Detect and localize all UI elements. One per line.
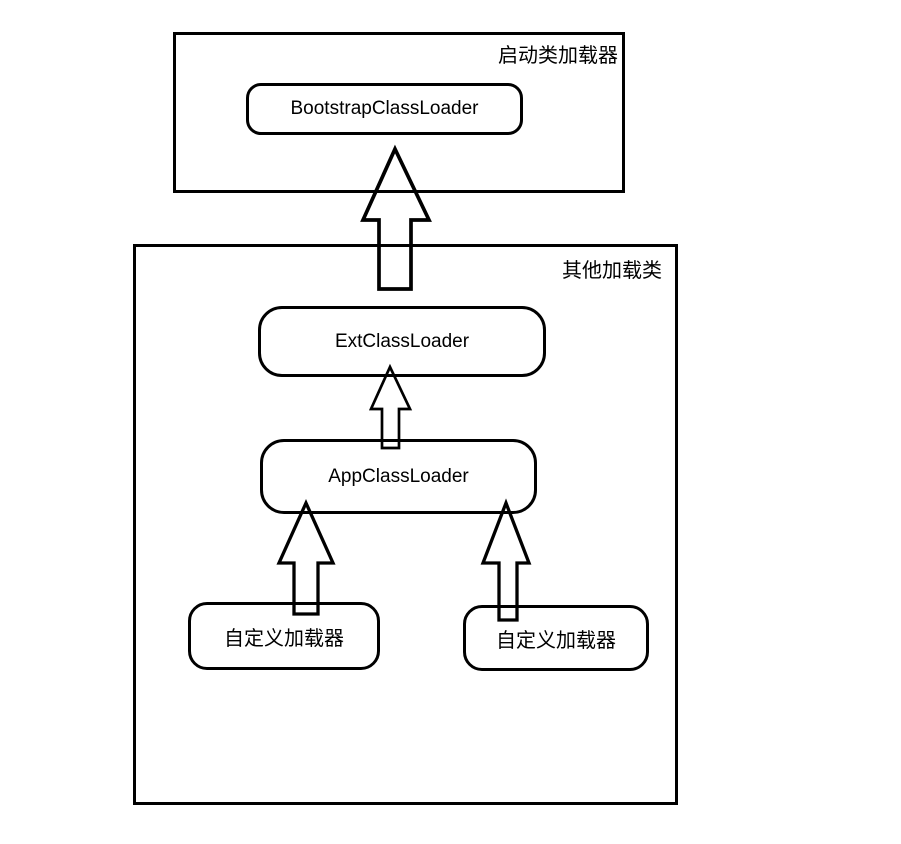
node-custom-loader-left-label: 自定义加载器 bbox=[224, 627, 344, 650]
node-app-classloader: AppClassLoader bbox=[260, 439, 537, 514]
node-custom-loader-left: 自定义加载器 bbox=[188, 602, 380, 670]
node-bootstrap-classloader: BootstrapClassLoader bbox=[246, 83, 523, 135]
node-bootstrap-classloader-label: BootstrapClassLoader bbox=[290, 98, 479, 119]
group-bootstrap-label: 启动类加载器 bbox=[498, 45, 618, 67]
node-custom-loader-right: 自定义加载器 bbox=[463, 605, 649, 671]
node-app-classloader-label: AppClassLoader bbox=[328, 465, 469, 487]
node-custom-loader-right-label: 自定义加载器 bbox=[496, 629, 616, 652]
node-ext-classloader: ExtClassLoader bbox=[258, 306, 546, 377]
group-others-label: 其他加载类 bbox=[562, 260, 662, 282]
node-ext-classloader-label: ExtClassLoader bbox=[334, 330, 470, 352]
